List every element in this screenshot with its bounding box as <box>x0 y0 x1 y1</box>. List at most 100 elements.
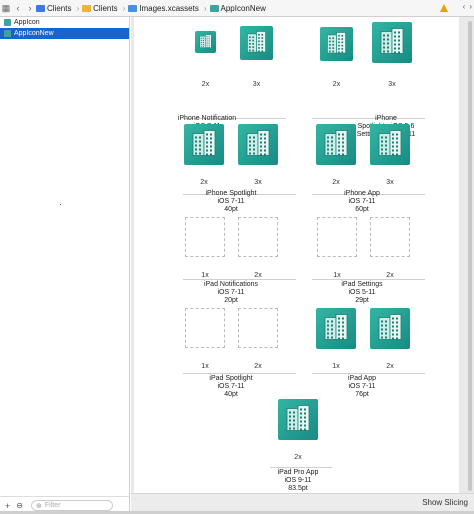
scale-label: 2x <box>386 363 394 370</box>
filter-input[interactable]: ⊕ Filter <box>30 500 113 511</box>
appicon-set-icon <box>209 4 219 12</box>
project-icon <box>36 4 45 12</box>
app-icon-slot[interactable] <box>278 399 318 440</box>
scale-label: 2x <box>200 179 208 186</box>
scale-label: 2x <box>294 454 302 461</box>
scale-label: 1x <box>201 363 209 370</box>
scale-label: 1x <box>332 363 340 370</box>
app-icon-slot[interactable] <box>372 22 412 63</box>
remove-icon[interactable]: ⊖ <box>16 501 23 510</box>
app-icon-slot[interactable] <box>316 308 356 349</box>
app-icon-slot[interactable] <box>238 124 278 165</box>
appicon-set-icon <box>4 19 11 26</box>
empty-icon-slot[interactable] <box>238 217 278 257</box>
group-divider <box>312 194 425 195</box>
group-divider <box>183 373 296 374</box>
editor-footer: Show Slicing <box>131 493 474 514</box>
group-divider <box>183 279 296 280</box>
building-icon <box>378 130 402 156</box>
window-bottom-edge <box>0 511 474 514</box>
scale-label: 2x <box>332 81 341 88</box>
app-icon-slot[interactable] <box>240 26 273 60</box>
scale-label: 3x <box>254 179 262 186</box>
scale-label: 3x <box>252 81 261 88</box>
app-icon-slot[interactable] <box>370 308 410 349</box>
sidebar-item-appicon[interactable]: AppIcon <box>0 17 129 28</box>
add-icon[interactable]: + <box>5 500 11 511</box>
previous-issue-icon[interactable]: ‹ <box>462 2 466 11</box>
app-icon-slot[interactable] <box>184 124 224 165</box>
scale-label: 2x <box>254 272 262 279</box>
breadcrumb-appicon[interactable]: AppIconNew <box>209 3 266 13</box>
sidebar-item-appiconnew[interactable]: AppIconNew <box>0 28 129 39</box>
filter-placeholder: Filter <box>44 502 61 509</box>
app-icon-slot[interactable] <box>195 31 216 53</box>
group-title: iPhone App iOS 7-11 60pt <box>344 190 380 214</box>
scale-label: 2x <box>386 272 394 279</box>
issue-navigation: ‹ › <box>463 2 472 11</box>
group-divider <box>312 279 425 280</box>
app-icon-slot[interactable] <box>370 124 410 165</box>
show-slicing-button[interactable]: Show Slicing <box>422 498 468 507</box>
jump-bar: ▦ ‹ › Clients › Clients › Images.xcasset… <box>0 0 474 17</box>
folder-icon <box>82 4 92 12</box>
group-divider <box>183 118 286 119</box>
building-icon <box>324 314 348 340</box>
breadcrumb-label: Images.xcassets <box>139 3 199 13</box>
filter-icon: ⊕ <box>35 502 42 510</box>
stray-dot <box>60 204 61 205</box>
sidebar-item-label: AppIcon <box>14 19 40 26</box>
building-icon <box>378 314 402 340</box>
group-title: iPhone Spotlight iOS 7-11 40pt <box>205 190 257 214</box>
empty-icon-slot[interactable] <box>317 217 357 257</box>
group-title: iPad Notifications iOS 7-11 20pt <box>203 281 259 305</box>
scale-label: 1x <box>201 272 209 279</box>
building-icon <box>324 130 348 156</box>
scale-label: 1x <box>333 272 341 279</box>
empty-icon-slot[interactable] <box>238 308 278 348</box>
app-icon-slot[interactable] <box>316 124 356 165</box>
group-divider <box>270 467 332 468</box>
breadcrumb-separator-icon: › <box>122 3 126 13</box>
asset-catalog-icon <box>128 4 138 12</box>
building-icon <box>192 130 216 156</box>
grid-icon[interactable]: ▦ <box>1 2 11 13</box>
group-divider <box>183 194 296 195</box>
empty-icon-slot[interactable] <box>185 217 225 257</box>
building-icon <box>327 32 346 54</box>
asset-sidebar: AppIcon AppIconNew + ⊖ ⊕ Filter <box>0 17 130 514</box>
scroll-thumb[interactable] <box>468 21 472 491</box>
scale-label: 3x <box>386 179 394 186</box>
scale-label: 2x <box>201 81 210 88</box>
group-title: iPad Spotlight iOS 7-11 40pt <box>209 375 253 399</box>
breadcrumb-label: Clients <box>47 3 72 13</box>
building-icon <box>199 34 212 48</box>
vertical-scrollbar[interactable] <box>466 17 474 494</box>
group-divider <box>312 118 425 119</box>
empty-icon-slot[interactable] <box>370 217 410 257</box>
building-icon <box>286 405 310 431</box>
breadcrumb-project[interactable]: Clients <box>36 4 71 13</box>
group-title: iPad Pro App iOS 9-11 83.5pt <box>277 469 319 493</box>
group-title: iPad App iOS 7-11 76pt <box>347 375 377 399</box>
warning-icon[interactable] <box>440 4 448 12</box>
group-divider <box>312 373 425 374</box>
forward-arrow-icon[interactable]: › <box>28 3 32 13</box>
back-arrow-icon[interactable]: ‹ <box>16 3 20 13</box>
breadcrumb-assets[interactable]: Images.xcassets <box>128 4 199 13</box>
appicon-set-icon <box>4 30 11 37</box>
app-icon-slot[interactable] <box>320 27 353 61</box>
scale-label: 3x <box>388 81 396 88</box>
breadcrumb-folder[interactable]: Clients <box>82 3 118 13</box>
empty-icon-slot[interactable] <box>185 308 225 348</box>
scale-label: 2x <box>254 363 262 370</box>
breadcrumb-label: Clients <box>93 3 118 13</box>
next-issue-icon[interactable]: › <box>469 2 472 11</box>
scale-label: 2x <box>332 179 340 186</box>
breadcrumb-separator-icon: › <box>76 3 80 13</box>
breadcrumb-separator-icon: › <box>203 3 207 13</box>
building-icon <box>380 28 404 54</box>
breadcrumb-label: AppIconNew <box>220 3 266 13</box>
